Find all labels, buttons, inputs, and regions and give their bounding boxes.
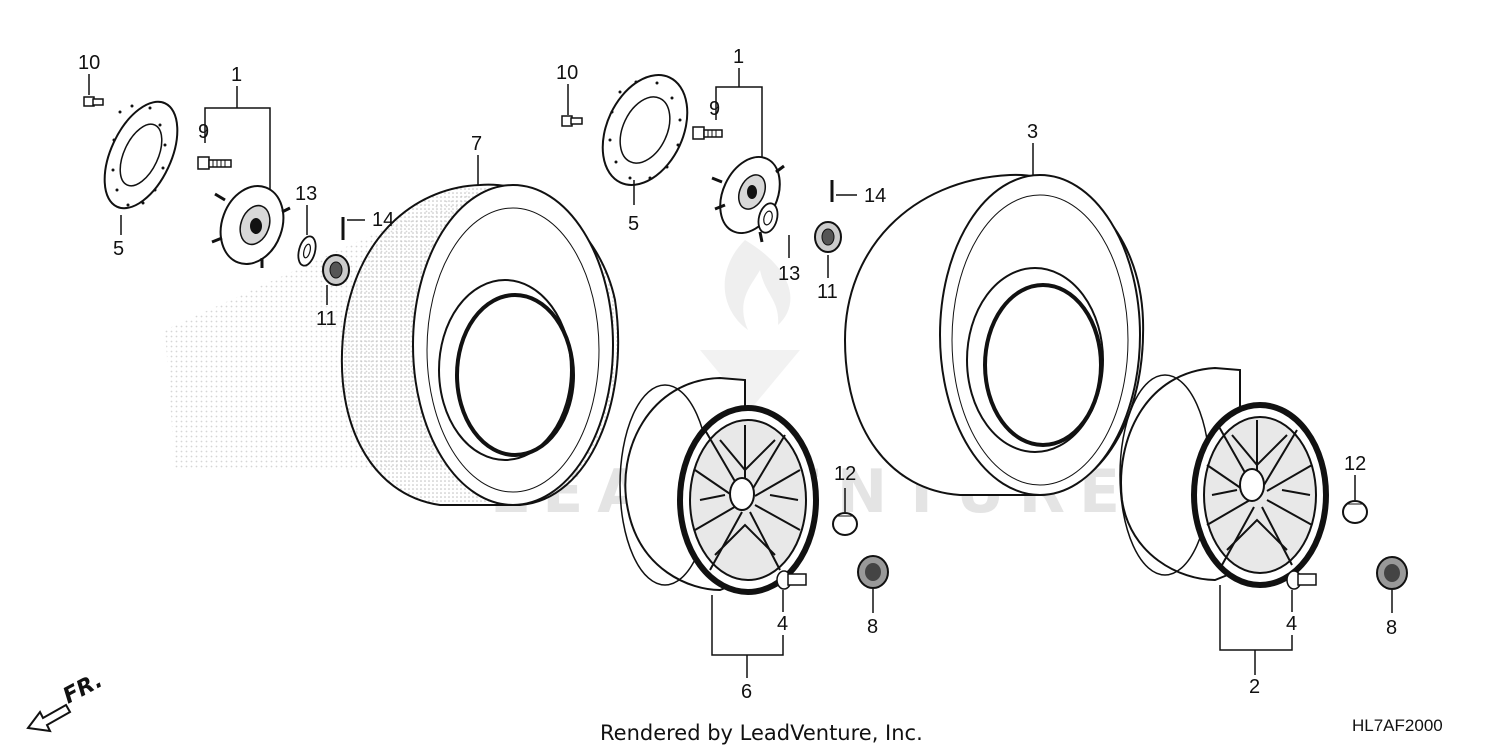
- callout-10-left: 10: [78, 52, 100, 74]
- leader-lines: [88, 68, 1393, 678]
- nut-8-right[interactable]: [1376, 556, 1408, 590]
- callout-1-left: 1: [231, 64, 242, 86]
- callout-3: 3: [1027, 121, 1038, 143]
- brake-disk-left[interactable]: [90, 91, 193, 220]
- wheel-left[interactable]: [619, 376, 819, 595]
- callout-4-left: 4: [777, 613, 788, 635]
- wheel-cap-12-left[interactable]: [832, 512, 858, 536]
- tire-right[interactable]: [843, 173, 1145, 496]
- bolt-9-left[interactable]: [197, 156, 232, 170]
- callout-11-right: 11: [817, 281, 838, 303]
- front-direction-indicator: FR.: [26, 668, 107, 733]
- bolt-10-right[interactable]: [561, 115, 583, 127]
- callout-5-left: 5: [113, 238, 124, 260]
- wheel-hub-left[interactable]: [210, 177, 294, 273]
- callout-4-right: 4: [1286, 613, 1297, 635]
- callout-8-left: 8: [867, 616, 878, 638]
- valve-stem-4-left[interactable]: [776, 570, 807, 590]
- wheel-hub-right[interactable]: [709, 147, 792, 243]
- callout-1-right: 1: [733, 46, 744, 68]
- wheel-cap-12-right[interactable]: [1342, 500, 1368, 524]
- washer-13-left[interactable]: [295, 234, 318, 267]
- bolt-9-right[interactable]: [692, 126, 723, 140]
- diagram-code: HL7AF2000: [1352, 716, 1443, 735]
- callout-12-left: 12: [834, 463, 856, 485]
- callout-6: 6: [741, 681, 752, 703]
- callout-12-right: 12: [1344, 453, 1366, 475]
- callout-8-right: 8: [1386, 617, 1397, 639]
- callout-11-left: 11: [316, 308, 337, 330]
- arrow-down-left-icon: [26, 703, 72, 733]
- castle-nut-11-right[interactable]: [814, 221, 842, 253]
- direction-label: FR.: [59, 668, 107, 709]
- callout-5-right: 5: [628, 213, 639, 235]
- callout-7: 7: [471, 133, 482, 155]
- callout-13-right: 13: [778, 263, 800, 285]
- valve-stem-4-right[interactable]: [1286, 570, 1317, 590]
- castle-nut-11-left[interactable]: [322, 254, 350, 286]
- washer-13-right[interactable]: [755, 201, 780, 235]
- nut-8-left[interactable]: [857, 555, 889, 589]
- callout-14-right: 14: [864, 185, 886, 207]
- callout-9-left: 9: [198, 121, 209, 143]
- callout-14-left: 14: [372, 209, 394, 231]
- footer-credit: Rendered by LeadVenture, Inc.: [600, 721, 923, 745]
- callout-9-right: 9: [709, 98, 720, 120]
- callout-13-left: 13: [295, 183, 317, 205]
- wheel-right[interactable]: [1119, 366, 1329, 588]
- leadventure-logo-icon: [700, 240, 800, 410]
- brake-disk-right[interactable]: [586, 61, 704, 198]
- callout-2: 2: [1249, 676, 1260, 698]
- tire-left[interactable]: [340, 183, 620, 506]
- bolt-10-left[interactable]: [83, 96, 104, 107]
- callout-labels: 10 1 9 5 13 14 11 7 10 1 9 5 14 13 11 3 …: [78, 46, 1397, 703]
- callout-10-right: 10: [556, 62, 578, 84]
